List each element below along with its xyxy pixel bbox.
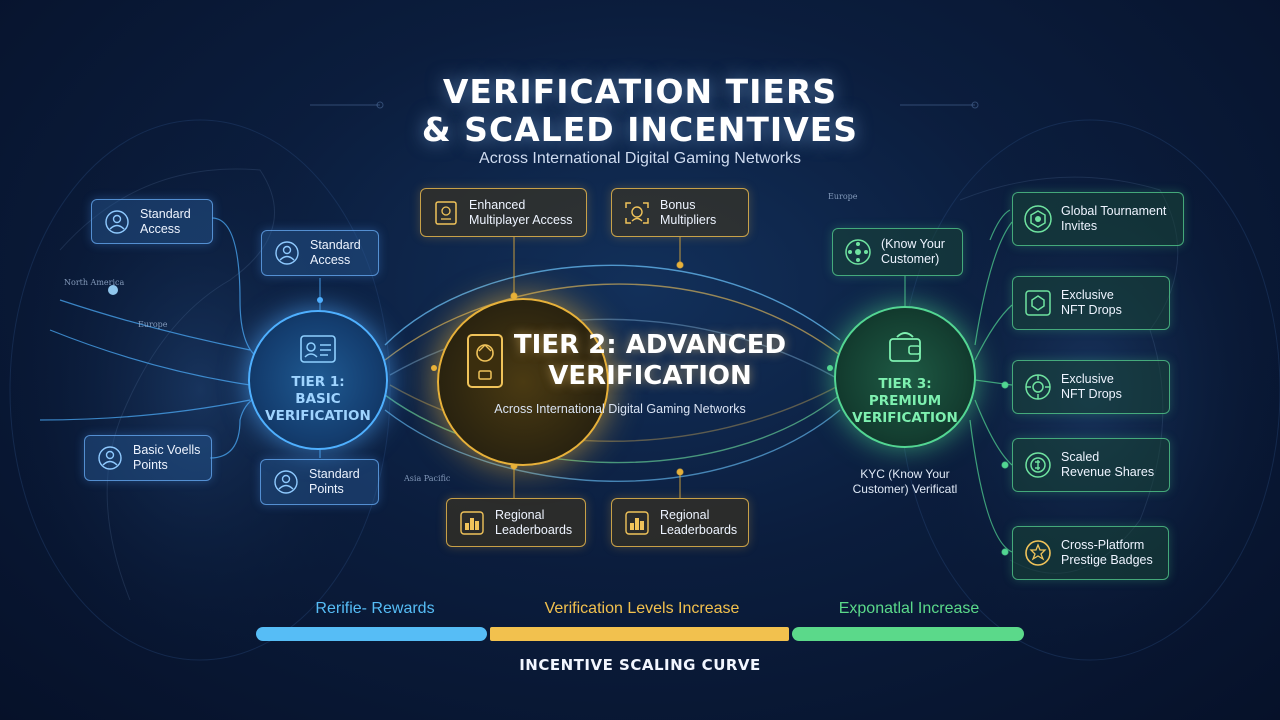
map-label: Europe	[138, 320, 168, 329]
passport-icon	[431, 198, 461, 228]
tier2-card-enhanced-multiplayer[interactable]: Enhanced Multiplayer Access	[420, 188, 587, 237]
curve-segment-label-2: Verification Levels Increase	[544, 600, 740, 617]
tier1-node[interactable]: TIER 1: BASIC VERIFICATION	[248, 310, 388, 450]
nft-icon	[1023, 372, 1053, 402]
tier3-node[interactable]: TIER 3: PREMIUM VERIFICATION	[834, 306, 976, 448]
map-label: North America	[64, 278, 125, 287]
tier1-card-basic-points[interactable]: Basic Voells Points	[84, 435, 212, 481]
user-icon	[102, 207, 132, 237]
card-label: Standard Access	[140, 206, 191, 236]
tier3-label: TIER 3: PREMIUM VERIFICATION	[852, 376, 958, 426]
map-label: Europe	[828, 192, 858, 201]
user-icon	[271, 467, 301, 497]
wallet-icon	[885, 327, 925, 372]
curve-segment-label-1: Rerifie- Rewards	[315, 600, 435, 617]
card-label: Enhanced Multiplayer Access	[469, 197, 573, 227]
map-label: Asia Pacific	[404, 474, 451, 483]
curve-segment-label-3: Exponatlal Increase	[838, 600, 980, 617]
card-label: (Know Your Customer)	[881, 237, 945, 266]
tier3-card-revenue-shares[interactable]: Scaled Revenue Shares	[1012, 438, 1170, 492]
curve-bar-segment-2	[490, 627, 789, 641]
tier1-label: TIER 1: BASIC VERIFICATION	[265, 374, 371, 424]
tier1-card-standard-access[interactable]: Standard Access	[91, 199, 213, 244]
tier2-node[interactable]	[437, 298, 609, 466]
curve-bar-segment-1	[256, 627, 487, 641]
card-label: Scaled Revenue Shares	[1061, 450, 1155, 479]
id-card-icon	[300, 335, 336, 368]
page-subtitle: Across International Digital Gaming Netw…	[479, 150, 801, 167]
tier1-card-standard-points[interactable]: Standard Points	[260, 459, 379, 505]
user-icon	[272, 238, 302, 268]
curve-bar-segment-3	[792, 627, 1024, 641]
kyc-note: KYC (Know Your Customer) Verificatl	[852, 467, 958, 496]
page-title-line1: VERIFICATION TIERS	[442, 72, 838, 111]
card-label: Cross-Platform Prestige Badges	[1061, 538, 1153, 567]
tier3-card-nft-drops[interactable]: Exclusive NFT Drops	[1012, 276, 1170, 330]
tier3-card-prestige-badges[interactable]: Cross-Platform Prestige Badges	[1012, 526, 1169, 580]
left-globe	[9, 119, 391, 661]
tier3-card-kyc[interactable]: (Know Your Customer)	[832, 228, 963, 276]
tier3-card-nft-drops-2[interactable]: Exclusive NFT Drops	[1012, 360, 1170, 414]
card-label: Regional Leaderboards	[660, 507, 738, 537]
network-icon	[843, 237, 873, 267]
curve-title: INCENTIVE SCALING CURVE	[519, 656, 761, 674]
tier2-label: TIER 2: ADVANCED VERIFICATION	[513, 330, 787, 392]
revenue-icon	[1023, 450, 1053, 480]
passport-icon	[466, 333, 504, 389]
leaderboard-icon	[457, 508, 487, 538]
page-title-line2: & SCALED INCENTIVES	[421, 110, 859, 149]
tier2-card-regional-leaderboards-2[interactable]: Regional Leaderboards	[611, 498, 749, 547]
tournament-icon	[1023, 204, 1053, 234]
face-scan-icon	[622, 198, 652, 228]
badge-icon	[1023, 538, 1053, 568]
card-label: Exclusive NFT Drops	[1061, 372, 1122, 401]
card-label: Standard Access	[310, 238, 361, 267]
tier1-card-standard-access-2[interactable]: Standard Access	[261, 230, 379, 276]
tier2-caption: Across International Digital Gaming Netw…	[494, 402, 746, 416]
card-label: Exclusive NFT Drops	[1061, 288, 1122, 317]
tier2-card-bonus-multipliers[interactable]: Bonus Multipliers	[611, 188, 749, 237]
leaderboard-icon	[622, 508, 652, 538]
card-label: Global Tournament Invites	[1061, 204, 1167, 233]
user-icon	[95, 443, 125, 473]
card-label: Standard Points	[309, 467, 360, 496]
card-label: Basic Voells Points	[133, 443, 201, 472]
tier2-card-regional-leaderboards[interactable]: Regional Leaderboards	[446, 498, 586, 547]
card-label: Regional Leaderboards	[495, 507, 573, 537]
tier3-card-global-tournament[interactable]: Global Tournament Invites	[1012, 192, 1184, 246]
card-label: Bonus Multipliers	[660, 197, 717, 227]
nft-icon	[1023, 288, 1053, 318]
